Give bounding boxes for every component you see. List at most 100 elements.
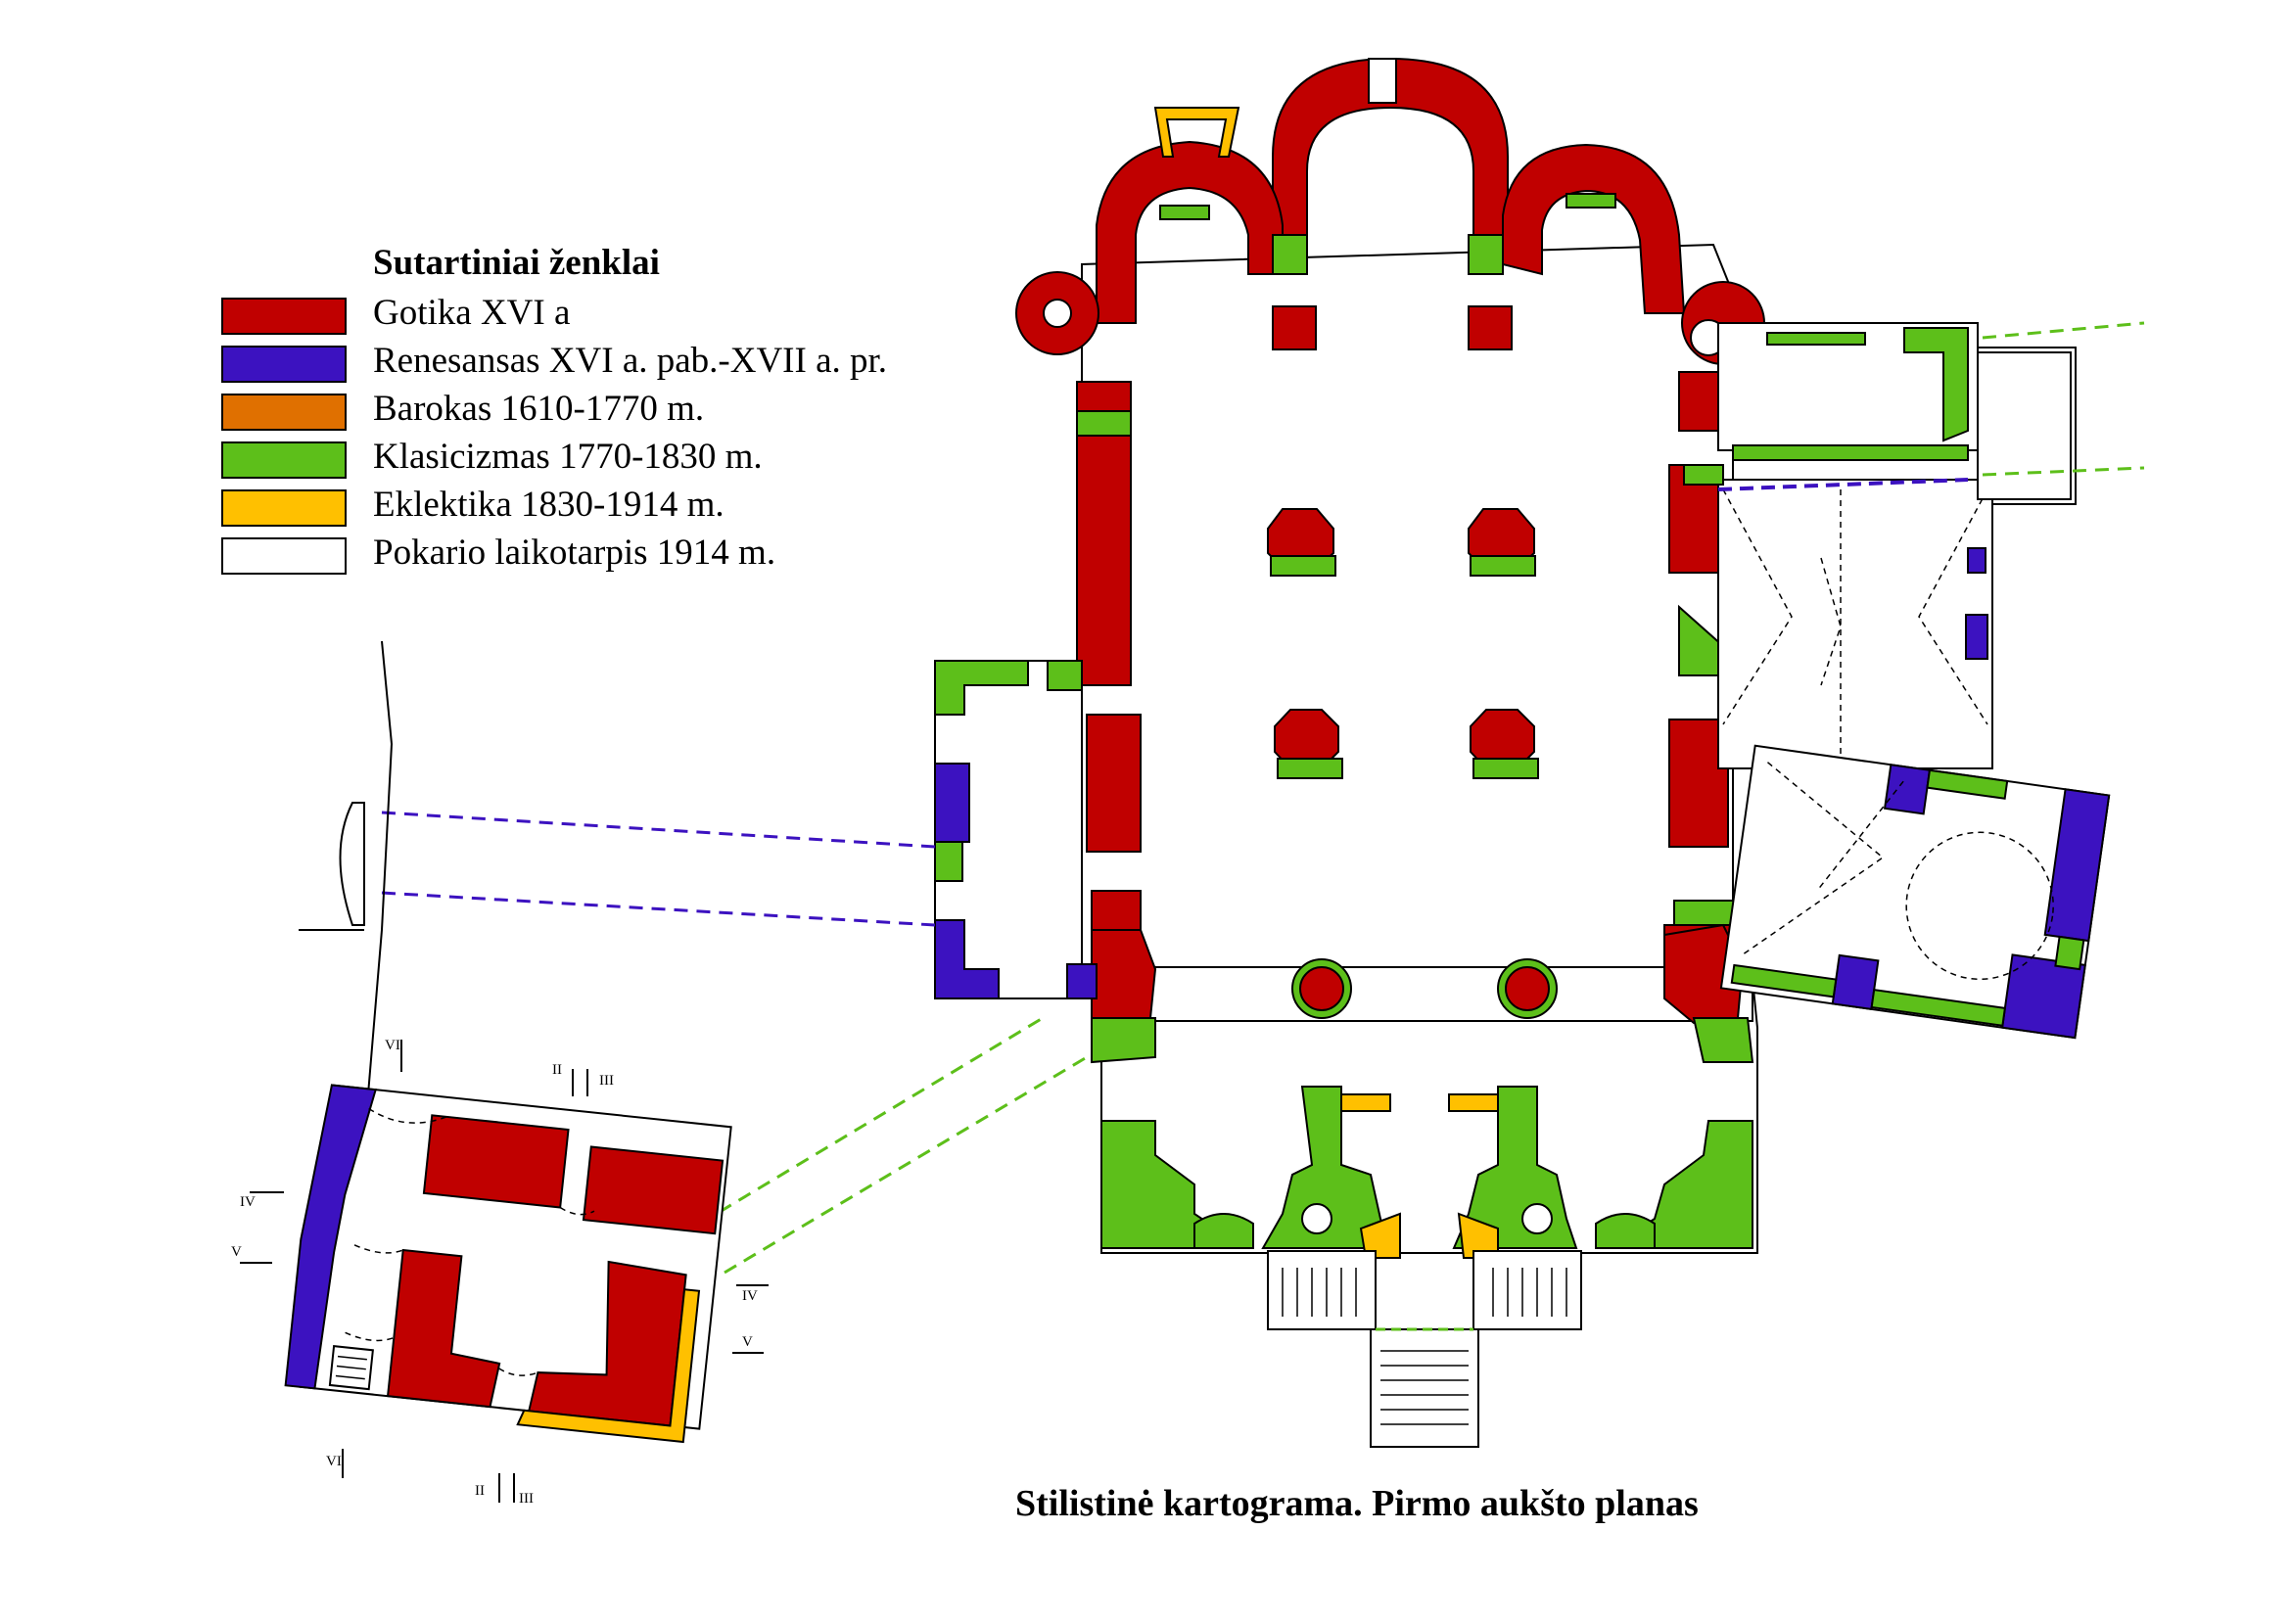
loft-green-right (1692, 1017, 1754, 1063)
left-chapel-green-2 (934, 841, 963, 882)
legend-label: Eklektika 1830-1914 m. (373, 485, 724, 525)
apse-patch (1159, 205, 1210, 220)
pier-base (1277, 758, 1343, 779)
lower-building (284, 1084, 732, 1444)
plan-caption: Stilistinė kartograma. Pirmo aukšto plan… (1015, 1483, 1699, 1524)
legend-item-gothic: Gotika XVI a (221, 293, 1102, 337)
legend-swatch-baroque (221, 394, 347, 431)
legend-item-classicism: Klasicizmas 1770-1830 m. (221, 437, 1102, 481)
lower-yellow (516, 1288, 701, 1444)
legend-label: Renesansas XVI a. pab.-XVII a. pr. (373, 341, 888, 381)
legend-swatch-gothic (221, 298, 347, 335)
stair-front (1370, 1328, 1479, 1448)
right-chapel-green (1730, 963, 1838, 998)
left-chapel-blue (934, 763, 970, 843)
section-mark-iii: III (519, 1491, 534, 1507)
right-chapel-green (2054, 935, 2085, 971)
narthex-green (1100, 1120, 1225, 1249)
stair-right (1472, 1250, 1582, 1330)
lower-stair-treads (335, 1355, 367, 1380)
lower-building-blue (284, 1084, 377, 1390)
legend-item-eclecticism: Eklektika 1830-1914 m. (221, 485, 1102, 529)
eclectic-fragment (1340, 1093, 1391, 1112)
spiral-stair-left (1301, 1203, 1332, 1234)
left-wall-gothic-lower (1086, 714, 1142, 853)
legend-swatch-postwar (221, 537, 347, 575)
pier-base (1472, 758, 1539, 779)
lower-red-2 (582, 1145, 724, 1235)
pier (1468, 305, 1513, 350)
legend-swatch-eclecticism (221, 489, 347, 527)
nave-outline (1081, 243, 1758, 1254)
apse-left (1096, 140, 1284, 324)
section-mark-iii: III (599, 1073, 614, 1089)
legend-label: Klasicizmas 1770-1830 m. (373, 437, 763, 477)
left-chapel-green (934, 660, 1029, 716)
right-chapel-blue (2000, 953, 2086, 1040)
legend-swatch-classicism (221, 441, 347, 479)
sacristy-lower (1717, 479, 1993, 769)
legend-swatch-renaissance (221, 346, 347, 383)
sacristy-blue-2 (1965, 614, 1988, 660)
sacristy-blue (1967, 547, 1986, 574)
yellow-fragment-top (1153, 107, 1240, 158)
narthex-arch-left (1193, 1213, 1254, 1249)
nave-piers (1267, 305, 1539, 779)
entrance-stairs (1267, 1250, 1582, 1448)
legend-item-baroque: Barokas 1610-1770 m. (221, 389, 1102, 433)
section-arrows (240, 1040, 769, 1503)
pier-base (1470, 555, 1536, 577)
eclectic-fragment (1359, 1212, 1401, 1259)
legend-label: Pokario laikotarpis 1914 m. (373, 533, 776, 573)
left-chapel-blue-3 (1066, 963, 1098, 999)
apse-center (1272, 57, 1509, 265)
loft-pillar-core (1299, 966, 1344, 1011)
outer-annex (1977, 351, 2072, 500)
lower-red-3 (386, 1248, 501, 1409)
turret-left-inner (1043, 299, 1072, 328)
right-chapel-blue (1883, 764, 1932, 815)
apse-patch (1272, 234, 1308, 275)
left-chapel-blue-2 (934, 919, 1000, 999)
section-mark-ii: II (475, 1483, 485, 1499)
section-mark-vi: VI (385, 1038, 400, 1053)
left-wall-green (1076, 410, 1132, 437)
sacristy-green-left (1683, 464, 1724, 486)
spiral-stair-right (1521, 1203, 1553, 1234)
section-mark-iv: IV (240, 1194, 256, 1210)
section-mark-vi: VI (326, 1454, 342, 1469)
sacristy-upper-green (1732, 327, 1969, 461)
right-chapel-green (1870, 988, 2007, 1027)
pier (1272, 305, 1317, 350)
stair-treads (1282, 1268, 1567, 1425)
organ-loft-bar (1100, 966, 1753, 1022)
legend-item-postwar: Pokario laikotarpis 1914 m. (221, 533, 1102, 577)
legend-item-renaissance: Renesansas XVI a. pab.-XVII a. pr. (221, 341, 1102, 385)
loft-green-left (1091, 1017, 1156, 1064)
legend-label: Barokas 1610-1770 m. (373, 389, 705, 429)
section-marks: VI II III IV V IV V VI II III (231, 1038, 758, 1507)
section-mark-iv: IV (742, 1288, 758, 1304)
section-mark-v: V (231, 1244, 242, 1260)
narthex-green-right (1624, 1120, 1753, 1249)
right-chapel-green (1926, 768, 2009, 800)
pier-base (1270, 555, 1336, 577)
dome-dash (1905, 831, 2054, 981)
legend-label: Gotika XVI a (373, 293, 571, 333)
right-chapel-blue (1831, 953, 1880, 1011)
vault-dash (1740, 762, 1904, 957)
left-chapel-green-3 (1047, 660, 1083, 691)
narthex-arch-right (1595, 1213, 1656, 1249)
main-church-plan (934, 57, 2111, 1448)
lower-red-1 (422, 1114, 570, 1209)
section-mark-ii: II (552, 1062, 562, 1078)
lower-vault-dashes (345, 1107, 595, 1376)
loft-pillar-core (1505, 966, 1550, 1011)
right-chapel (1719, 744, 2111, 1040)
outer-boundary (299, 640, 394, 1107)
apse-gap (1368, 58, 1397, 104)
vault-dashes-sacristy (1722, 488, 1988, 764)
guide-lines (381, 321, 2145, 1275)
